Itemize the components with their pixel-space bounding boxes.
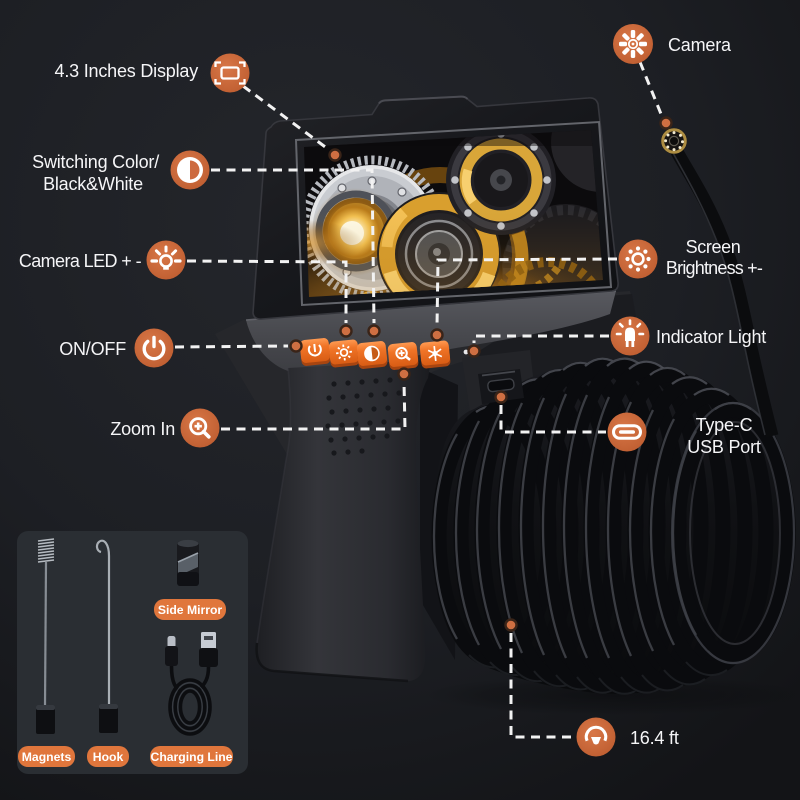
- svg-text:4.3 Inches Display: 4.3 Inches Display: [55, 61, 199, 81]
- svg-text:Camera: Camera: [668, 35, 732, 55]
- svg-text:Magnets: Magnets: [22, 750, 72, 764]
- svg-text:USB Port: USB Port: [687, 437, 761, 457]
- svg-text:Camera LED + -: Camera LED + -: [19, 251, 142, 271]
- svg-text:Charging Line: Charging Line: [151, 750, 233, 764]
- svg-text:Zoom In: Zoom In: [110, 419, 175, 439]
- svg-text:Screen: Screen: [686, 237, 741, 257]
- svg-text:Switching Color/: Switching Color/: [32, 152, 159, 172]
- svg-text:Hook: Hook: [93, 750, 124, 764]
- svg-text:Indicator Light: Indicator Light: [656, 327, 766, 347]
- svg-text:16.4 ft: 16.4 ft: [630, 728, 679, 748]
- svg-text:Side Mirror: Side Mirror: [158, 603, 223, 617]
- svg-text:Black&White: Black&White: [43, 174, 143, 194]
- svg-text:Brightness +-: Brightness +-: [666, 258, 763, 278]
- svg-text:Type-C: Type-C: [696, 415, 753, 435]
- svg-text:ON/OFF: ON/OFF: [59, 339, 126, 359]
